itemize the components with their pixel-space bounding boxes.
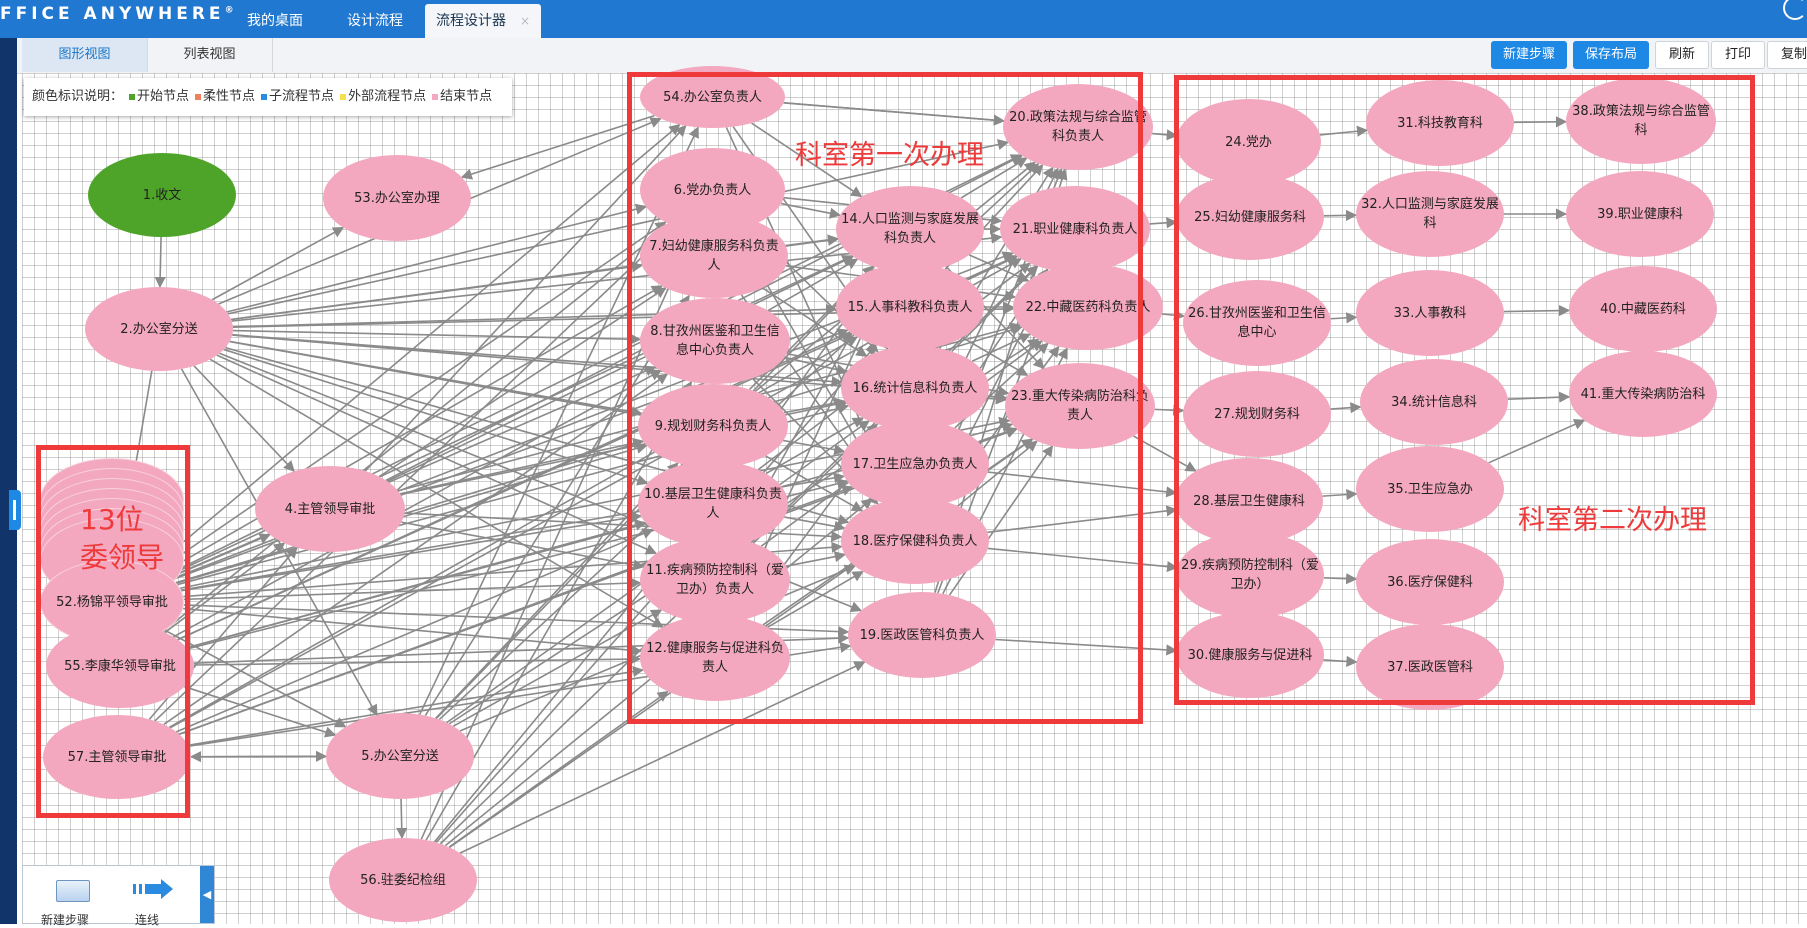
flow-edge[interactable] (1149, 222, 1176, 224)
legend-end: 结束节点 (440, 89, 492, 104)
flow-node[interactable]: 4.主管领导审批 (255, 466, 405, 552)
flow-edge[interactable] (400, 441, 643, 494)
legend-external: 外部流程节点 (348, 89, 426, 104)
new-step-icon[interactable] (56, 880, 90, 902)
legend-swatch-flexible (195, 94, 201, 100)
flow-edge[interactable] (212, 228, 343, 300)
leaders-annotation-line1: 13位 (80, 498, 144, 538)
palette-connector-label: 连线 (135, 911, 159, 928)
node-palette: 新建步骤 连线 ◀ (22, 865, 215, 924)
flow-node[interactable]: 5.办公室分送 (326, 713, 474, 799)
palette-new-step-label: 新建步骤 (41, 911, 89, 928)
legend-flexible: 柔性节点 (203, 89, 255, 104)
legend-swatch-external (340, 94, 346, 100)
flow-edge[interactable] (462, 116, 655, 178)
flow-node[interactable]: 1.收文 (88, 153, 236, 237)
legend-start: 开始节点 (137, 89, 189, 104)
legend-swatch-subflow (261, 94, 267, 100)
legend-swatch-start (129, 94, 135, 100)
color-legend: 颜色标识说明： 开始节点柔性节点子流程节点外部流程节点结束节点 (24, 78, 512, 116)
legend-swatch-end (432, 94, 438, 100)
flow-node[interactable]: 56.驻委纪检组 (329, 838, 477, 922)
flow-edge[interactable] (160, 237, 161, 287)
flow-node[interactable]: 2.办公室分送 (85, 287, 233, 371)
palette-collapse-button[interactable]: ◀ (200, 866, 214, 923)
legend-subflow: 子流程节点 (269, 89, 334, 104)
first-round-annotation: 科室第一次办理 (795, 133, 984, 172)
second-round-highlight-box (1174, 75, 1755, 705)
flow-node[interactable]: 53.办公室办理 (323, 155, 471, 241)
flow-edge[interactable] (233, 331, 640, 340)
connector-arrow-icon[interactable] (131, 878, 175, 902)
leaders-annotation-line2: 委领导 (80, 536, 164, 576)
flow-edge[interactable] (401, 799, 402, 838)
second-round-annotation: 科室第二次办理 (1518, 498, 1707, 537)
flow-edge[interactable] (170, 367, 655, 577)
legend-title: 颜色标识说明： (32, 89, 123, 104)
